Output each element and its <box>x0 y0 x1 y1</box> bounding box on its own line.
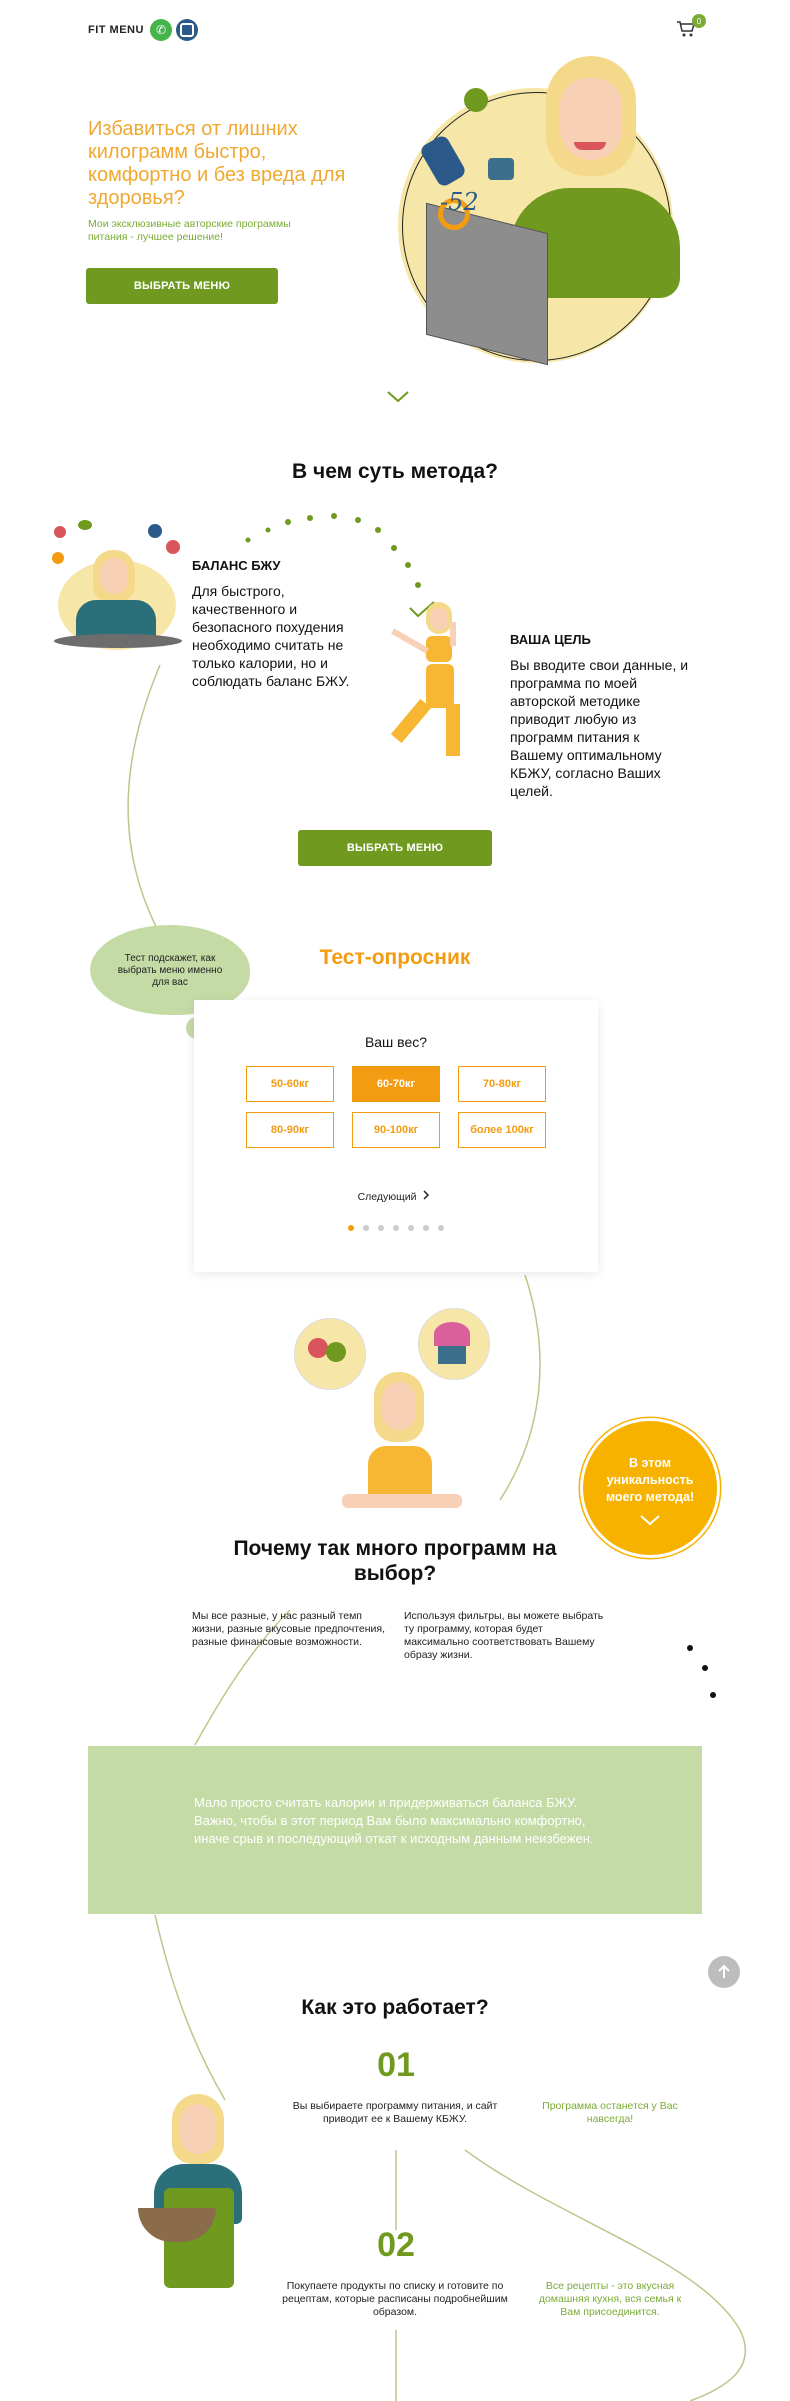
whatsapp-icon[interactable]: ✆ <box>150 19 172 41</box>
weight-option[interactable]: 70-80кг <box>458 1066 546 1102</box>
bzhu-heading: БАЛАНС БЖУ <box>192 558 281 573</box>
instagram-icon[interactable] <box>176 19 198 41</box>
progress-dot <box>393 1225 399 1231</box>
quiz-hint-text: Тест подскажет, как выбрать меню именно … <box>117 953 223 988</box>
cart-count-badge: 0 <box>692 14 706 28</box>
step-1-number: 01 <box>377 2046 415 2084</box>
why-banner: Мало просто считать калории и придержива… <box>88 1746 702 1914</box>
uniqueness-badge-text: В этом уникальность моего метода! <box>605 1456 695 1504</box>
logo[interactable]: FIT MENU <box>88 24 144 36</box>
why-title: Почему так много программ на выбор? <box>233 1537 557 1585</box>
weight-option[interactable]: 90-100кг <box>352 1112 440 1148</box>
hero-title: Избавиться от лишних килограмм быстро, к… <box>88 118 346 209</box>
step-2-text: Покупаете продукты по списку и готовите … <box>282 2280 508 2318</box>
step-1-text: Вы выбираете программу питания, и сайт п… <box>292 2100 498 2125</box>
chevron-down-icon[interactable] <box>386 390 410 409</box>
how-illustration <box>138 2094 258 2294</box>
how-title: Как это работает? <box>301 1996 489 2019</box>
bzhu-illustration <box>48 520 188 670</box>
next-label: Следующий <box>357 1191 417 1203</box>
progress-dot <box>378 1225 384 1231</box>
hero-subtitle: Мои эксклюзивные авторские программы пит… <box>88 218 291 243</box>
why-banner-text: Мало просто считать калории и придержива… <box>194 1795 594 1846</box>
progress-dot <box>438 1225 444 1231</box>
progress-dot <box>408 1225 414 1231</box>
weight-option[interactable]: 60-70кг <box>352 1066 440 1102</box>
why-col2: Используя фильтры, вы можете выбрать ту … <box>404 1610 604 1661</box>
quiz-question: Ваш вес? <box>364 1034 428 1050</box>
weight-option[interactable]: 80-90кг <box>246 1112 334 1148</box>
goal-heading: ВАША ЦЕЛЬ <box>510 632 591 647</box>
progress-dot <box>423 1225 429 1231</box>
chevron-down-icon <box>639 1513 661 1531</box>
chevron-right-icon <box>423 1190 430 1203</box>
method-title: В чем суть метода? <box>292 460 498 483</box>
hero-choose-menu-button[interactable]: ВЫБРАТЬ МЕНЮ <box>86 268 278 304</box>
progress-dot <box>363 1225 369 1231</box>
goal-illustration <box>380 598 490 768</box>
quiz-card: Ваш вес? Следующий 50-60кг 60-70кг 70-80кг… <box>194 1000 598 1272</box>
cart-icon[interactable] <box>676 20 696 43</box>
goal-text: Вы вводите свои данные, и программа по м… <box>510 657 689 799</box>
why-col1: Мы все разные, у нас разный темп жизни, … <box>192 1610 386 1648</box>
quiz-hint-bubble: Тест подскажет, как выбрать меню именно … <box>90 925 250 1049</box>
header: FIT MENU ✆ 0 <box>0 0 790 60</box>
step-2-number: 02 <box>377 2226 415 2264</box>
uniqueness-badge: В этом уникальность моего метода! <box>580 1418 720 1558</box>
next-button[interactable]: Следующий <box>344 1190 444 1203</box>
weight-option[interactable]: более 100кг <box>458 1112 546 1148</box>
method-choose-menu-button[interactable]: ВЫБРАТЬ МЕНЮ <box>298 830 492 866</box>
arrow-up-icon <box>718 1964 730 1978</box>
step-2-note: Все рецепты - это вкусная домашняя кухня… <box>538 2280 682 2318</box>
hero-badge-number: -52 <box>440 188 479 216</box>
bzhu-text: Для быстрого, качественного и безопасног… <box>192 583 350 689</box>
hero-illustration: -52 <box>398 48 688 378</box>
why-illustration <box>294 1308 504 1518</box>
progress-dot <box>348 1225 354 1231</box>
weight-option[interactable]: 50-60кг <box>246 1066 334 1102</box>
scroll-top-button[interactable] <box>708 1956 740 1988</box>
step-1-note: Программа останется у Вас навсегда! <box>542 2100 678 2125</box>
quiz-title: Тест-опросник <box>319 946 471 969</box>
